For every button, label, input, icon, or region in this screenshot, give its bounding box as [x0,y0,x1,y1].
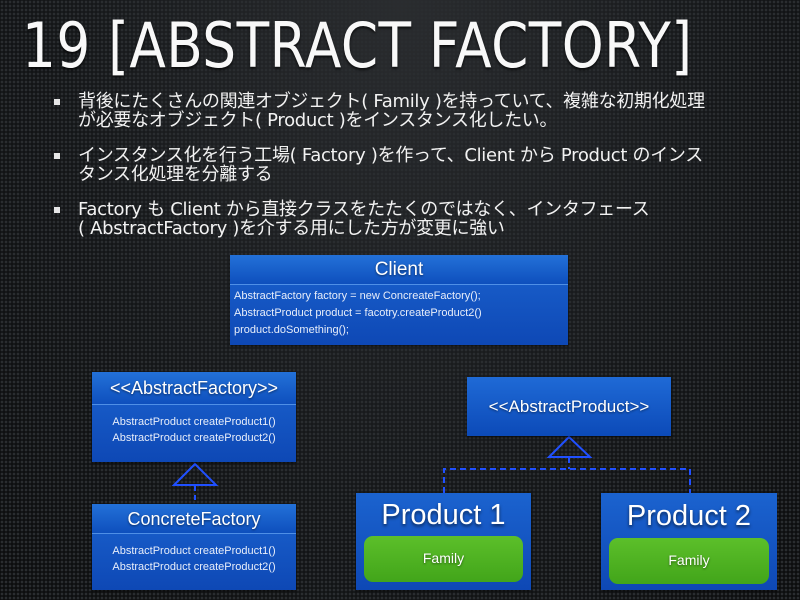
bullet-list: 背後にたくさんの関連オブジェクト( Family )を持っていて、複雑な初期化処… [54,92,774,254]
bullet-text-line: Factory も Client から直接クラスをたたくのではなく、インタフェー… [78,199,650,220]
client-class-name: Client [230,255,568,285]
product-1-name: Product 1 [381,499,506,531]
product-1-box: Product 1 Family [356,493,531,590]
product-2-box: Product 2 Family [601,493,777,590]
product-2-family-badge: Family [609,538,769,584]
bullet-item: Factory も Client から直接クラスをたたくのではなく、インタフェー… [54,200,774,238]
method-line: AbstractProduct createProduct1() [112,545,276,557]
bullet-text-line: 背後にたくさんの関連オブジェクト( Family )を持っていて、複雑な初期化処… [78,91,705,112]
bullet-square-icon [54,207,60,213]
code-line: AbstractProduct product = facotry.create… [234,307,482,319]
abstract-product-class-box: <<AbstractProduct>> [467,377,671,436]
bullet-text-line: が必要なオブジェクト( Product )をインスタンス化したい。 [78,110,558,131]
concrete-factory-class-name: ConcreteFactory [92,504,296,534]
client-class-box: Client AbstractFactory factory = new Con… [230,255,568,345]
product-1-family-badge: Family [364,536,523,582]
client-code: AbstractFactory factory = new ConcreateF… [230,285,568,339]
bullet-square-icon [54,99,60,105]
method-line: AbstractProduct createProduct1() [112,416,276,428]
bullet-square-icon [54,153,60,159]
code-line: product.doSomething(); [234,324,349,336]
inheritance-triangle-icon [546,435,593,458]
abstract-factory-methods: AbstractProduct createProduct1() Abstrac… [92,405,296,446]
bullet-item: インスタンス化を行う工場( Factory )を作って、Client から Pr… [54,146,774,184]
concrete-factory-methods: AbstractProduct createProduct1() Abstrac… [92,534,296,575]
concrete-factory-class-box: ConcreteFactory AbstractProduct createPr… [92,504,296,590]
code-line: AbstractFactory factory = new ConcreateF… [234,290,481,302]
slide-title: 19 [ABSTRACT FACTORY] [22,9,693,82]
bullet-item: 背後にたくさんの関連オブジェクト( Family )を持っていて、複雑な初期化処… [54,92,774,130]
inheritance-triangle-icon [171,462,219,486]
method-line: AbstractProduct createProduct2() [112,432,276,444]
bullet-text-line: インスタンス化を行う工場( Factory )を作って、Client から Pr… [78,145,703,166]
abstract-factory-class-box: <<AbstractFactory>> AbstractProduct crea… [92,372,296,462]
bullet-text-line: タンス化処理を分離する [78,164,273,185]
bullet-text-line: ( AbstractFactory )を介する用にした方が変更に強い [78,218,505,239]
product-2-name: Product 2 [626,500,752,532]
abstract-factory-class-name: <<AbstractFactory>> [92,372,296,405]
realization-line [443,468,691,493]
method-line: AbstractProduct createProduct2() [112,561,276,573]
abstract-product-class-name: <<AbstractProduct>> [467,377,671,436]
